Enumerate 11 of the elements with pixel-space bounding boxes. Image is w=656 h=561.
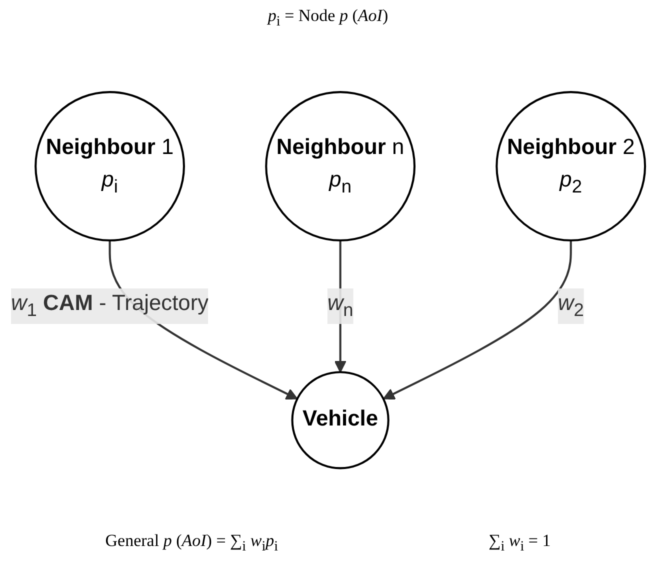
edge-label: w$_{2}$ [558, 292, 584, 320]
formula-text: p$_{i}$ = Node p (AoI) [268, 6, 388, 30]
node-circle: Neighbour 1 p$_{i}$ [34, 91, 185, 242]
node-circle: Neighbour n p$_{n}$ [265, 91, 416, 242]
node-circle: Neighbour 2 p$_{2}$ [496, 91, 646, 242]
node-circle: Vehicle [291, 371, 390, 470]
arrow [382, 240, 572, 400]
formula-text: ∑$_{i}$ w$_{i}$ = 1 [488, 530, 551, 555]
edge-label: w$_{n}$ [327, 292, 354, 320]
formula-text: General p (AoI) = ∑$_{i}$ w$_{i}$p$_{i}$ [105, 530, 278, 555]
edge-label: w$_{1}$ CAM - Trajectory [10, 292, 209, 320]
